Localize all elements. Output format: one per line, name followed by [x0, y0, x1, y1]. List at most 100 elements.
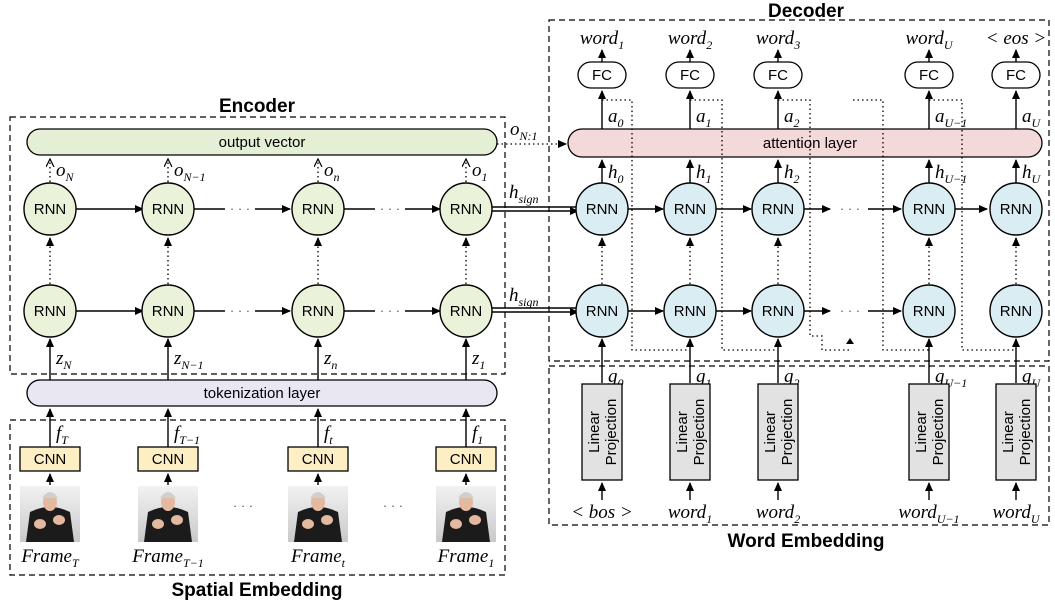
signer-hair — [160, 492, 176, 498]
a-label: a1 — [696, 106, 712, 130]
rnn-label: RNN — [1000, 303, 1033, 320]
cnn-box — [287, 446, 349, 472]
encoder-frame — [9, 116, 506, 375]
signer-hand-right — [171, 515, 183, 525]
decoder-rnn-top: RNN — [575, 182, 629, 236]
fc-box — [753, 61, 803, 89]
rnn-node — [575, 182, 629, 236]
frame-ellipsis-2: · · · — [383, 498, 403, 513]
f-label: fT — [56, 423, 69, 447]
cnn-box — [19, 446, 81, 472]
decoder-rnn-top: RNN — [751, 182, 805, 236]
g-label: gU — [1022, 366, 1042, 390]
signer-hand-right — [321, 515, 333, 525]
o-label: on — [324, 160, 340, 184]
cnn-label: CNN — [152, 451, 185, 468]
enc-bot-ellipsis-1: · · · — [230, 303, 250, 318]
feedback-line-4 — [853, 99, 929, 351]
linear-projection-label: LinearProjection — [674, 399, 708, 466]
cnn-box — [137, 446, 199, 472]
linear-projection-box — [995, 383, 1037, 481]
cnn-box — [435, 446, 497, 472]
signer-body — [442, 507, 490, 542]
encoder-rnn-bottom: RNN — [439, 284, 493, 338]
signer-body — [144, 507, 192, 542]
rnn-node — [989, 182, 1043, 236]
rnn-label: RNN — [913, 303, 946, 320]
output-vector-label: output vector — [219, 134, 306, 151]
rnn-label: RNN — [913, 201, 946, 218]
z-label: zN — [55, 348, 72, 372]
decoder-rnn-bottom: RNN — [575, 284, 629, 338]
decoder-frame — [548, 19, 1050, 362]
rnn-node — [141, 284, 195, 338]
rnn-node — [23, 182, 77, 236]
cnn-label: CNN — [34, 451, 67, 468]
cnn-label: CNN — [450, 451, 483, 468]
f-label: fT−1 — [174, 423, 200, 447]
rnn-label: RNN — [302, 201, 335, 218]
signer-hair — [310, 492, 326, 498]
linear-projection-label: LinearProjection — [1000, 399, 1034, 466]
o-label: oN — [56, 160, 75, 184]
h-label: h1 — [696, 162, 712, 186]
h-label: hU — [1022, 162, 1042, 186]
o-label: o1 — [472, 160, 488, 184]
rnn-label: RNN — [450, 201, 483, 218]
rnn-node — [141, 182, 195, 236]
linear-projection-box — [581, 383, 623, 481]
decoder-rnn-bottom: RNN — [902, 284, 956, 338]
encoder-rnn-top: RNN — [439, 182, 493, 236]
rnn-node — [751, 284, 805, 338]
linear-projection-box — [757, 383, 799, 481]
h-label: h2 — [784, 162, 800, 186]
attention-layer-label: attention layer — [763, 135, 857, 152]
o-label: oN−1 — [174, 160, 206, 184]
encoder-columns: oNRNNRNNzNfTCNNFrameToN−1RNNRNNzN−1fT−1C… — [19, 159, 497, 570]
word-input-label: word2 — [756, 502, 800, 526]
signer-hand-left — [450, 519, 462, 529]
f-label: f1 — [472, 423, 483, 447]
rnn-node — [23, 284, 77, 338]
z-label: zn — [323, 348, 337, 372]
a-label: a0 — [608, 106, 624, 130]
tokenization-layer-bar — [26, 379, 498, 407]
word-input-label: wordU — [992, 502, 1040, 526]
decoder-title: Decoder — [768, 1, 845, 22]
word-output-label: word1 — [580, 28, 624, 52]
g-label: g1 — [696, 366, 712, 390]
frame-label: FrameT — [20, 546, 80, 570]
encoder-rnn-top: RNN — [141, 182, 195, 236]
rnn-node — [902, 182, 956, 236]
signer-hair — [42, 492, 58, 498]
spatial-embedding-frame — [9, 419, 506, 576]
fc-box — [577, 61, 627, 89]
fc-label: FC — [592, 67, 612, 84]
rnn-node — [439, 182, 493, 236]
rnn-node — [291, 182, 345, 236]
attention-layer-bar — [567, 128, 1043, 158]
linear-projection-label: LinearProjection — [762, 399, 796, 466]
word-output-label: wordU — [905, 28, 953, 52]
feedback-arrowhead — [846, 338, 854, 344]
rnn-label: RNN — [762, 201, 795, 218]
rnn-label: RNN — [762, 303, 795, 320]
a-label: aU — [1022, 106, 1042, 130]
rnn-node — [902, 284, 956, 338]
dec-bot-ellipsis: · · · — [840, 303, 860, 318]
feedback-line-5 — [929, 99, 1016, 351]
g-label: g0 — [608, 366, 624, 390]
signer-hand-right — [53, 515, 65, 525]
frame-label: FrameT−1 — [131, 546, 203, 570]
h-label: hU−1 — [935, 162, 967, 186]
rnn-label: RNN — [586, 303, 619, 320]
z-label: z1 — [471, 348, 485, 372]
rnn-node — [575, 284, 629, 338]
word-input-label: < bos > — [571, 502, 633, 523]
enc-top-ellipsis-2: · · · — [380, 201, 400, 216]
fc-label: FC — [768, 67, 788, 84]
